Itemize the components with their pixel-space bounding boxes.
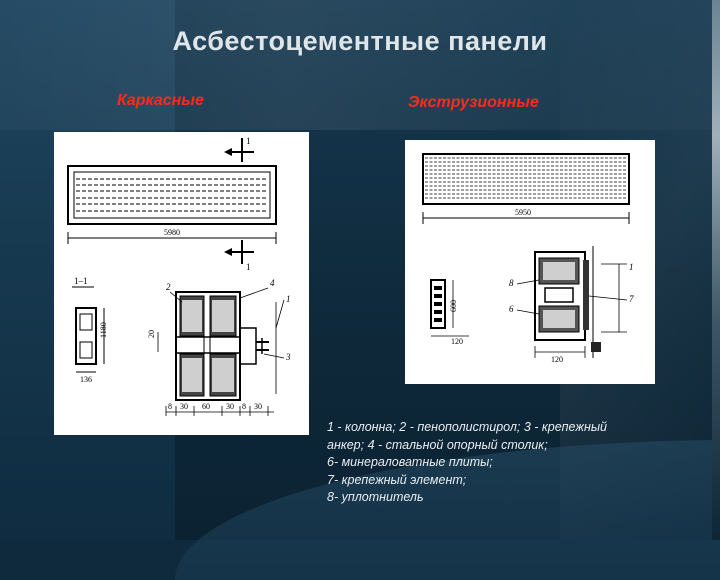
section-mark-top-label: 1 bbox=[246, 136, 251, 146]
length-dimension: 5980 bbox=[164, 228, 180, 237]
right-callout-6: 6 bbox=[509, 304, 514, 314]
bottom-dim-6: 30 bbox=[254, 402, 262, 411]
frame-panel-svg: 1 1 5980 1–1 1180 136 bbox=[67, 136, 291, 416]
section-mark-bottom-label: 1 bbox=[246, 262, 251, 272]
small-dimension: 20 bbox=[147, 330, 156, 338]
bottom-dim-5: 8 bbox=[242, 402, 246, 411]
heading-extrusion-panels: Экструзионные bbox=[408, 94, 539, 111]
height-dimension: 1180 bbox=[99, 322, 108, 338]
right-callout-8: 8 bbox=[509, 278, 514, 288]
legend-line: 8- уплотнитель bbox=[327, 490, 424, 504]
width-dimension: 136 bbox=[80, 375, 92, 384]
extrusion-panel-svg: 5950 600 120 1 7 8 6 bbox=[422, 153, 634, 364]
right-width-dimension-left: 120 bbox=[451, 337, 463, 346]
slide-title: Асбестоцементные панели bbox=[172, 26, 548, 56]
bottom-dim-4: 30 bbox=[226, 402, 234, 411]
legend-line: 1 - колонна; 2 - пенополистирол; 3 - кре… bbox=[327, 420, 607, 434]
bottom-dim-1: 8 bbox=[168, 402, 172, 411]
callout-4: 4 bbox=[270, 278, 275, 288]
section-title: 1–1 bbox=[74, 276, 88, 286]
bottom-dim-3: 60 bbox=[202, 402, 210, 411]
legend-line: 6- минераловатные плиты; bbox=[327, 455, 493, 469]
callout-1: 1 bbox=[286, 294, 291, 304]
legend-line: анкер; 4 - стальной опорный столик; bbox=[327, 437, 548, 452]
heading-frame-panels: Каркасные bbox=[117, 92, 204, 109]
right-callout-1: 1 bbox=[629, 262, 634, 272]
bottom-dim-2: 30 bbox=[180, 402, 188, 411]
frame-panel-drawing: 1 1 5980 1–1 1180 136 bbox=[54, 132, 309, 435]
right-callout-7: 7 bbox=[629, 294, 634, 304]
background-header-band bbox=[0, 0, 720, 130]
legend-line: 7- крепежный элемент; bbox=[327, 472, 467, 487]
right-height-dimension: 600 bbox=[449, 300, 458, 312]
right-width-dimension-bottom: 120 bbox=[551, 355, 563, 364]
right-length-dimension: 5950 bbox=[515, 208, 531, 217]
callout-2: 2 bbox=[166, 282, 171, 292]
extrusion-panel-drawing: 5950 600 120 1 7 8 6 bbox=[405, 140, 655, 384]
background-right-strip bbox=[712, 0, 720, 540]
legend-text: 1 - колонна; 2 - пенополистирол; 3 - кре… bbox=[327, 419, 712, 507]
callout-3: 3 bbox=[285, 352, 291, 362]
